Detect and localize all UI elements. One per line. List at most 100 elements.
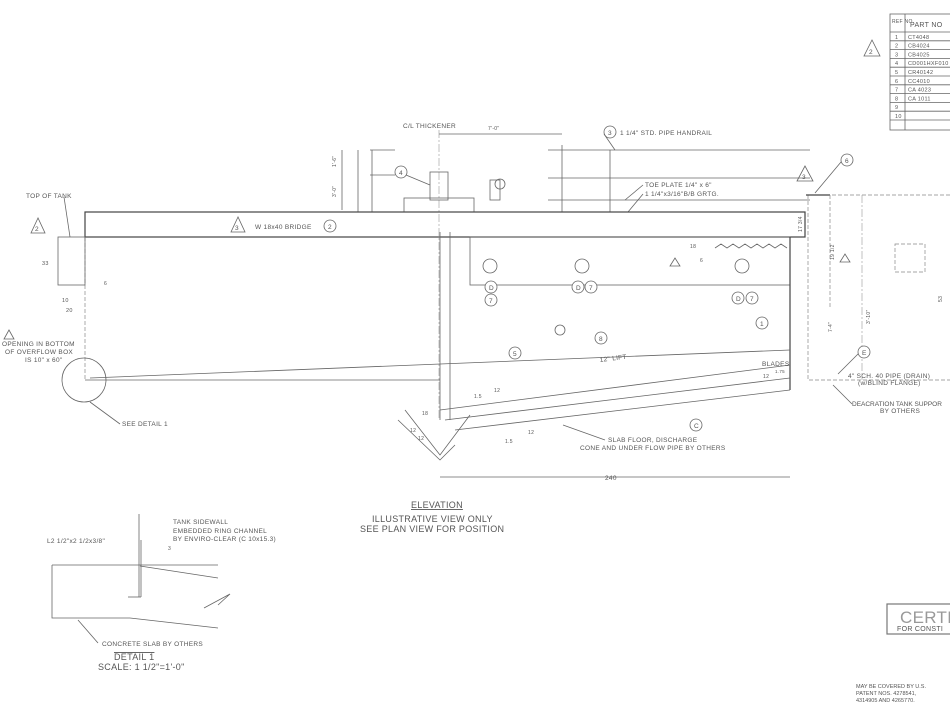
table-cell-part: CA 4023 [908, 88, 931, 94]
dim: 3'-0" [332, 186, 338, 197]
bridge-beam [84, 211, 806, 238]
table-cell-ref: 10 [895, 114, 902, 120]
ref-bubble [484, 293, 498, 307]
elevation-subtitle: SEE PLAN VIEW FOR POSITION [360, 524, 504, 534]
dim-33: 33 [42, 261, 49, 267]
stamp-text: FOR CONSTI [897, 626, 943, 633]
dim-18: 18 [422, 411, 428, 417]
overflow-note: OF OVERFLOW BOX [5, 349, 73, 356]
dim-10: 10 [62, 298, 69, 304]
table-cell-ref: 2 [895, 44, 898, 50]
sloped-floor [444, 377, 791, 421]
slope-dim: 12 [763, 374, 769, 380]
revision-triangle-icon [230, 216, 246, 233]
revision-mark: 2 [869, 49, 873, 56]
table-cell-ref: 3 [895, 52, 898, 58]
ref-bubble [840, 153, 854, 167]
cl-dim: 7'-0" [488, 126, 499, 132]
leader-line [89, 401, 121, 425]
ref-7: 7 [489, 298, 493, 305]
ref-6: 6 [845, 158, 849, 165]
channel-label: BY ENVIRO-CLEAR (C 10x15.3) [173, 536, 276, 543]
table-cell-ref: 6 [895, 79, 898, 85]
deaeration-tank: 6 3 17 3/4 19 1/2 7-4" 3'-10" 53 E 4" SC… [796, 153, 950, 415]
header-part: PART NO [910, 22, 943, 29]
patent-note: PATENT NOS. 4278541, [856, 691, 917, 697]
revision-triangle-icon [863, 39, 881, 57]
ref-1: 1 [760, 321, 764, 328]
ref-bubble [731, 291, 745, 305]
ref-e: E [862, 350, 867, 357]
revision-triangle-icon [669, 257, 681, 267]
patent-note: 4314905 AND 4265770. [856, 698, 915, 704]
ref-bubble [323, 219, 337, 233]
overflow-note: IS 10" x 60" [25, 357, 63, 364]
detail-scale: SCALE: 1 1/2"=1'-0" [98, 662, 185, 672]
detail-callout-circle [61, 357, 107, 403]
overflow-box [57, 236, 86, 286]
flange [734, 258, 750, 274]
ref-bubble [584, 280, 598, 294]
handrail-label: 1 1/4" STD. PIPE HANDRAIL [620, 130, 712, 137]
handrail-ref: 3 [608, 130, 612, 137]
ref-d: D [576, 285, 581, 292]
table-cell-ref: 7 [895, 88, 898, 94]
revision-triangle-icon [839, 253, 851, 263]
flange [574, 258, 590, 274]
cone-dim: 12 [410, 428, 416, 434]
leader-line [405, 174, 431, 186]
dim: 7-4" [828, 322, 834, 332]
detail-title: DETAIL 1 [114, 652, 154, 662]
channel-label: EMBEDDED RING CHANNEL [173, 528, 267, 535]
slab-label: CONCRETE SLAB BY OTHERS [102, 641, 203, 648]
toe-plate-label: TOE PLATE 1/4" x 6" [645, 182, 712, 189]
revision-triangle-icon [3, 329, 15, 340]
ref-bubble [745, 291, 759, 305]
table-cell-part: CB4025 [908, 52, 930, 58]
slope-dim: 12 [528, 430, 534, 436]
dim: 53 [938, 296, 944, 302]
dim-6: 6 [104, 281, 107, 287]
bridge-rev: 3 [235, 225, 239, 232]
table-cell-part: CA 1011 [908, 96, 931, 102]
header-ref: REF NO. [892, 19, 914, 25]
ref-c: C [694, 423, 699, 430]
support-label: DEACRATION TANK SUPPOR [852, 401, 942, 408]
ref-bubble [394, 165, 408, 179]
ref-d: D [489, 285, 494, 292]
leader-line [624, 184, 644, 201]
table-cell-ref: 9 [895, 105, 898, 111]
leader-line [627, 193, 644, 213]
blades-dim: 1.75 [775, 369, 785, 374]
cone-dim: 12 [418, 436, 424, 442]
table-cell-part: CR40142 [908, 70, 933, 76]
flange [482, 258, 498, 274]
slab-note: SLAB FLOOR, DISCHARGE [608, 437, 698, 444]
angle-label: L2 1/2"x2 1/2x3/8" [47, 538, 105, 545]
ref-bubble [571, 280, 585, 294]
ref-7: 7 [750, 296, 754, 303]
ref-bubble [857, 345, 871, 359]
certified-stamp [886, 603, 950, 635]
slope-dim: 12 [494, 388, 500, 394]
leader-line [603, 133, 616, 151]
ref-bubble [603, 125, 617, 139]
ref-5: 5 [513, 351, 517, 358]
tank-rev: 3 [802, 174, 806, 181]
dim: 19 1/2 [830, 244, 836, 260]
dim-20: 20 [66, 308, 73, 314]
elevation-subtitle: ILLUSTRATIVE VIEW ONLY [372, 514, 493, 524]
weir-teeth [714, 243, 788, 249]
patent-note: MAY BE COVERED BY U.S. [856, 684, 926, 690]
ref-d: D [736, 296, 741, 303]
detail-1: TANK SIDEWALL EMBEDDED RING CHANNEL BY E… [47, 514, 276, 672]
slab-note: CONE AND UNDER FLOW PIPE BY OTHERS [580, 445, 726, 452]
drain-label: (w/BLIND FLANGE) [858, 380, 921, 387]
top-of-tank-label: TOP OF TANK [26, 193, 72, 200]
see-detail-label: SEE DETAIL 1 [122, 421, 168, 428]
table-cell-part: CC4010 [908, 79, 930, 85]
pipe-section [554, 324, 566, 336]
drain-label: 4" SCH. 40 PIPE (DRAIN) [848, 373, 930, 380]
dim: 18 [690, 244, 696, 250]
